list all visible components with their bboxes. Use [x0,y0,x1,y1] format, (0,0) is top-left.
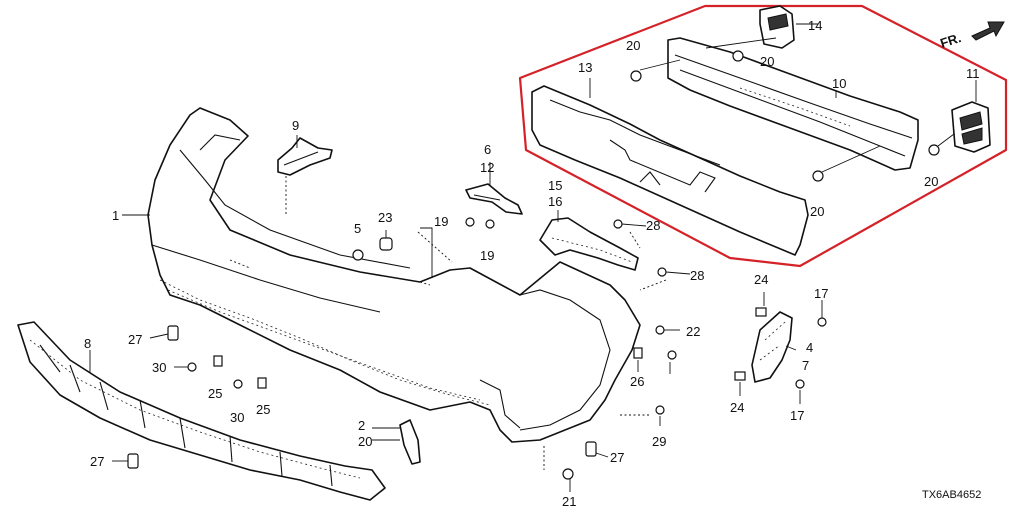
bolt-icon [732,50,744,62]
clip-icon [734,371,746,381]
side-bracket-4-7 [751,311,793,383]
screw-icon [657,267,667,277]
callout-label: 19 [434,214,448,229]
callout-label: 24 [730,400,744,415]
callout-label: 14 [808,18,822,33]
screw-icon [795,379,805,389]
front-arrow-icon [971,21,1005,41]
screw-icon [817,317,827,327]
front-indicator-label: FR. [938,30,963,51]
callout-label: 20 [626,38,640,53]
bracket-6-12 [465,183,523,215]
callout-label: 27 [610,450,624,465]
callout-label: 20 [810,204,824,219]
reflector-left [399,419,421,465]
callout-label: 30 [230,410,244,425]
bracket-15-16 [539,217,639,271]
callout-label: 5 [354,221,361,236]
callout-label: 25 [208,386,222,401]
callout-label: 20 [924,174,938,189]
callout-label: 24 [754,272,768,287]
screw-icon [655,325,665,335]
screw-icon [233,379,243,389]
callout-label: 29 [652,434,666,449]
callout-label: 16 [548,194,562,209]
callout-label: 10 [832,76,846,91]
bolt-icon [928,144,940,156]
callout-label: 28 [646,218,660,233]
screw-icon [667,350,677,360]
screw-icon [485,219,495,229]
callout-label: 30 [152,360,166,375]
lower-diffuser [17,321,386,501]
callout-label: 25 [256,402,270,417]
drawing-code: TX6AB4652 [922,489,981,501]
callout-label: 4 [806,340,813,355]
callout-label: 15 [548,178,562,193]
screw-icon [187,362,197,372]
callout-label: 26 [630,374,644,389]
screw-icon [465,217,475,227]
bumper-beam [667,37,919,171]
clip-icon [213,355,223,367]
callout-label: 22 [686,324,700,339]
callout-label: 6 [484,142,491,157]
callout-label: 20 [358,434,372,449]
energy-absorber [531,85,809,256]
callout-label: 17 [814,286,828,301]
callout-label: 27 [128,332,142,347]
callout-label: 1 [112,208,119,223]
bolt-icon [379,237,393,251]
callout-label: 20 [760,54,774,69]
callout-label: 23 [378,210,392,225]
callout-label: 2 [358,418,365,433]
callout-label: 19 [480,248,494,263]
mount-bracket-11 [951,101,991,153]
callouts: 1 2 20 4 5 6 7 8 9 10 11 12 13 14 15 16 … [84,18,980,509]
bumper-cover [147,107,641,443]
screw-icon [613,219,623,229]
highlight-region [518,4,1008,268]
front-indicator: FR. [938,21,1005,51]
callout-label: 8 [84,336,91,351]
callout-label: 28 [690,268,704,283]
callout-label: 17 [790,408,804,423]
callout-label: 7 [802,358,809,373]
bolt-icon [630,70,642,82]
clip-ring-icon [352,249,364,261]
clip-icon [755,307,767,317]
bracket-9 [277,137,333,176]
mount-bracket-14 [759,5,795,49]
screw-icon [562,468,574,480]
callout-label: 11 [966,66,980,81]
callout-label: 12 [480,160,494,175]
push-clip-icon [585,441,597,457]
clip-icon [257,377,267,389]
fasteners [127,50,940,480]
callout-label: 21 [562,494,576,509]
leader-lines [89,23,977,492]
push-clip-icon [127,453,139,469]
screw-icon [655,405,665,415]
callout-label: 27 [90,454,104,469]
bolt-icon [812,170,824,182]
callout-label: 13 [578,60,592,75]
callout-label: 9 [292,118,299,133]
push-clip-icon [167,325,179,341]
clip-icon [633,347,643,359]
